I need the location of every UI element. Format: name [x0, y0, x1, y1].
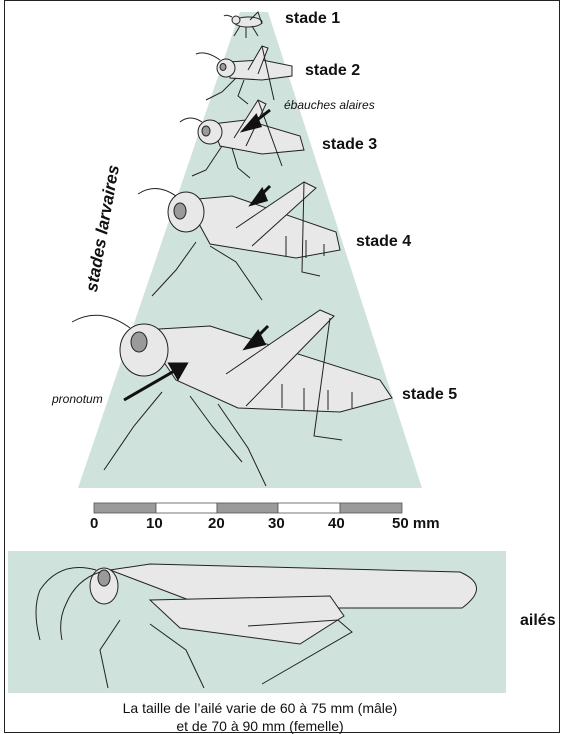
adult-caption-line-1: La taille de l’ailé varie de 60 à 75 mm …	[20, 700, 500, 716]
stage-4-label: stade 4	[356, 233, 411, 251]
scale-tick-0: 0	[90, 515, 98, 532]
adult-label: ailés	[520, 612, 556, 630]
adult-caption-line-2: et de 70 à 90 mm (femelle)	[20, 718, 500, 734]
scale-tick-50: 50 mm	[392, 515, 440, 532]
scale-tick-10: 10	[146, 515, 163, 532]
stage-5-label: stade 5	[402, 386, 457, 404]
scale-tick-20: 20	[208, 515, 225, 532]
wing-buds-label: ébauches alaires	[284, 98, 375, 112]
scale-tick-40: 40	[328, 515, 345, 532]
scale-bar	[94, 503, 402, 513]
stage-1-label: stade 1	[285, 10, 340, 28]
stage-2-label: stade 2	[305, 62, 360, 80]
scale-tick-30: 30	[268, 515, 285, 532]
stage-3-label: stade 3	[322, 136, 377, 154]
pronotum-label: pronotum	[52, 392, 103, 406]
